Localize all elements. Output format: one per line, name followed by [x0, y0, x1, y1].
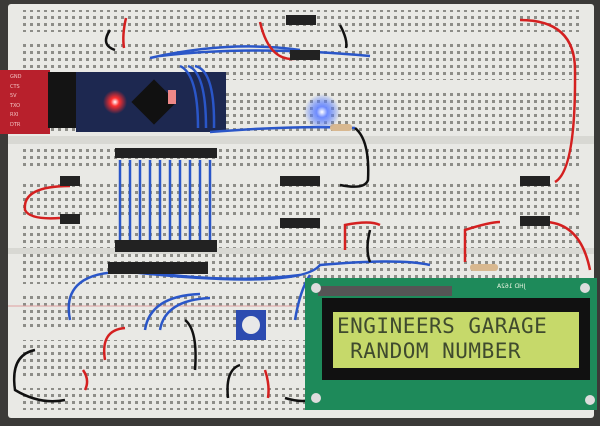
ftdi-pin-labels: GND CTS 5V TXO RXI DTR — [10, 73, 21, 130]
power-wires — [23, 17, 592, 399]
lcd-line-2: RANDOM NUMBER — [337, 339, 522, 363]
resistor — [330, 124, 352, 131]
power-led — [103, 90, 127, 114]
arduino-pro-mini — [76, 72, 226, 132]
lcd-model-marking: JHD 162A — [497, 283, 526, 290]
blue-led — [304, 94, 340, 130]
ftdi-pin-label: TXO — [10, 102, 21, 109]
ground-wires — [12, 24, 372, 403]
lcd-line-1: ENGINEERS GARAGE — [337, 314, 548, 338]
ftdi-pin-label: CTS — [10, 83, 20, 90]
lcd-display: ENGINEERS GARAGE RANDOM NUMBER — [333, 314, 579, 368]
resistor — [470, 264, 498, 271]
ftdi-pin-label: DTR — [10, 121, 21, 128]
ftdi-adapter — [0, 70, 76, 134]
signal-wires — [67, 45, 431, 331]
ftdi-pin-label: GND — [10, 74, 22, 80]
ftdi-pin-label: 5V — [10, 93, 17, 99]
lcd-module — [305, 278, 597, 410]
header-pins — [60, 15, 550, 274]
potentiometer — [236, 310, 266, 340]
ftdi-pin-label: RXI — [10, 112, 19, 118]
